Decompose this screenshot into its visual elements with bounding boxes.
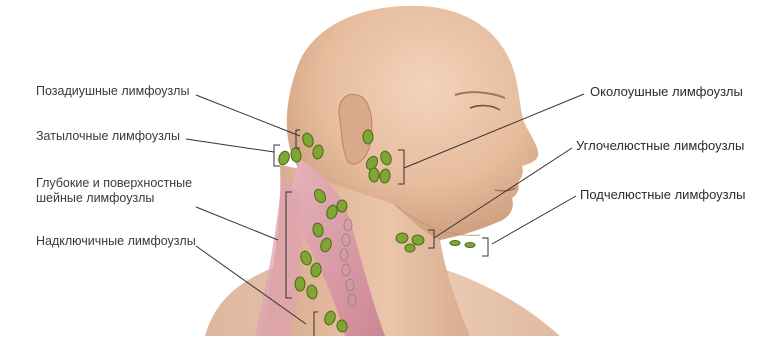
lymph-node: [465, 243, 475, 248]
lymph-node: [295, 277, 305, 291]
leader-occipital: [186, 139, 274, 152]
lymph-node: [277, 150, 291, 167]
lymph-node: [337, 200, 347, 212]
label-cervical-line2: шейные лимфоузлы: [36, 191, 154, 205]
lymph-node: [450, 241, 460, 246]
label-postauricular: Позадиушные лимфоузлы: [36, 84, 189, 98]
label-cervical-line1: Глубокие и поверхностные: [36, 176, 192, 190]
label-cervical: Глубокие и поверхностные шейные лимфоузл…: [36, 176, 226, 206]
lymph-node: [363, 130, 373, 144]
leader-cervical: [196, 207, 278, 240]
label-submandibular: Подчелюстные лимфоузлы: [580, 187, 745, 202]
lymph-node: [405, 244, 415, 252]
label-mandibular-angle: Углочелюстные лимфоузлы: [576, 138, 744, 153]
label-occipital: Затылочные лимфоузлы: [36, 129, 180, 143]
label-supraclavicular: Надключичные лимфоузлы: [36, 234, 196, 248]
label-parotid: Околоушные лимфоузлы: [590, 84, 743, 99]
leader-postauricular: [196, 95, 300, 136]
lymph-node: [369, 168, 379, 182]
bracket-submandibular: [482, 238, 488, 256]
